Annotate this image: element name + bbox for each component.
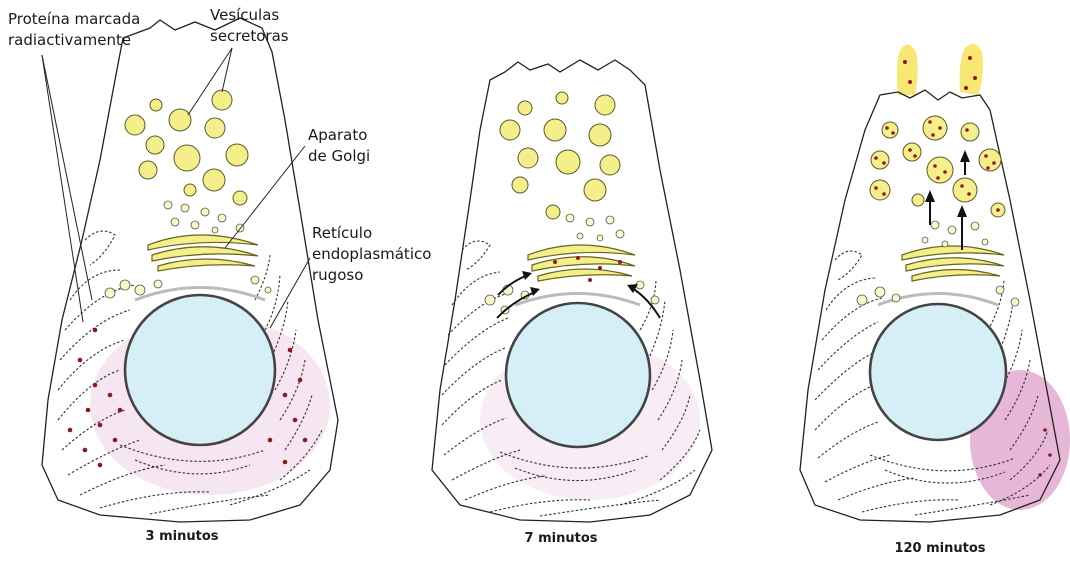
golgi-apparatus bbox=[148, 235, 258, 271]
golgi-label-line-2: de Golgi bbox=[308, 147, 370, 165]
exocytosed-secretion bbox=[897, 44, 983, 95]
secretory-vesicles bbox=[500, 92, 620, 219]
caption-panel-2: 7 minutos bbox=[525, 531, 598, 546]
label-protein-marcada: Proteína marcada radiactivamente bbox=[8, 10, 140, 322]
nucleus bbox=[870, 304, 1006, 440]
leader-line bbox=[270, 258, 310, 328]
golgi-apparatus bbox=[528, 245, 635, 282]
protein-label-line-1: Proteína marcada bbox=[8, 10, 140, 28]
rer-label-line-2: endoplasmático bbox=[312, 245, 431, 263]
nucleus bbox=[506, 303, 650, 447]
rer-label-line-1: Retículo bbox=[312, 224, 372, 242]
rer-label-line-3: rugoso bbox=[312, 266, 363, 284]
cell-panel-7min: 7 minutos bbox=[432, 60, 712, 546]
golgi-apparatus bbox=[902, 246, 1004, 281]
golgi-label-line-1: Aparato bbox=[308, 126, 367, 144]
protein-label-line-2: radiactivamente bbox=[8, 31, 131, 49]
secretory-vesicles bbox=[125, 90, 248, 205]
caption-panel-1: 3 minutos bbox=[146, 529, 219, 544]
cell-panel-3min: 3 minutos bbox=[42, 18, 338, 544]
vesicles-label-line-2: secretoras bbox=[210, 27, 289, 45]
secretory-vesicles bbox=[870, 116, 1005, 217]
caption-panel-3: 120 minutos bbox=[894, 541, 985, 556]
leader-line bbox=[42, 55, 92, 300]
nucleus bbox=[125, 295, 275, 445]
leader-line bbox=[42, 55, 83, 322]
label-rer: Retículo endoplasmático rugoso bbox=[270, 224, 431, 328]
cell-panel-120min: 120 minutos bbox=[800, 44, 1070, 556]
leader-line bbox=[222, 48, 232, 92]
vesicles-label-line-1: Vesículas bbox=[210, 6, 279, 24]
